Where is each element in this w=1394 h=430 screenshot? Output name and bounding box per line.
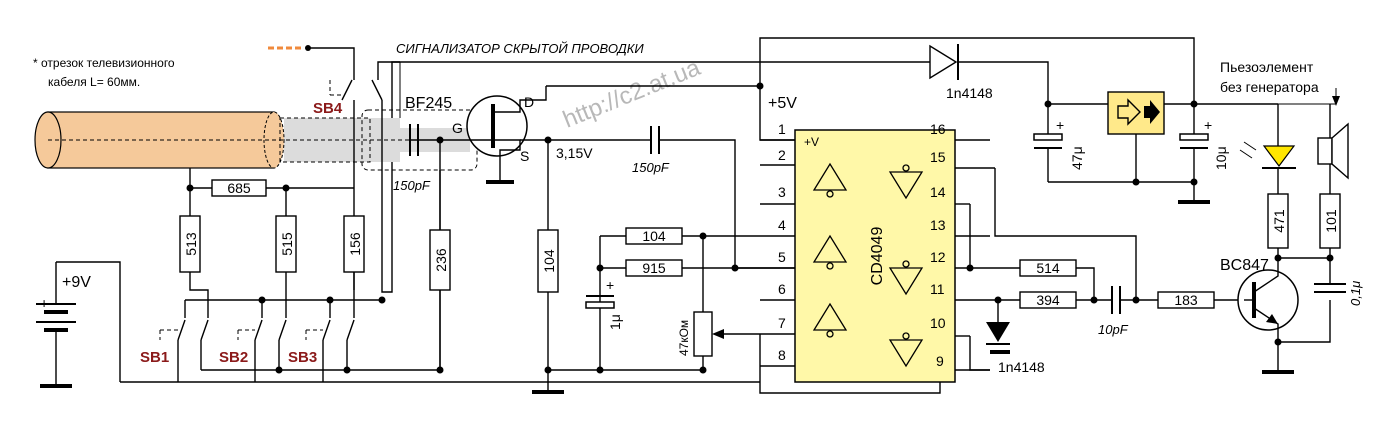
piezo-speaker — [1317, 104, 1349, 194]
chip-name: CD4049 — [869, 227, 886, 286]
svg-text:513: 513 — [183, 232, 199, 256]
svg-text:515: 515 — [279, 232, 295, 256]
sb2-label[interactable]: SB2 — [219, 349, 248, 366]
svg-text:G: G — [452, 120, 463, 136]
piezo-note-line1: Пьезоэлемент — [1220, 59, 1314, 75]
svg-text:15: 15 — [930, 149, 946, 165]
svg-text:+: + — [1056, 117, 1064, 133]
svg-text:156: 156 — [347, 232, 363, 256]
c47u-label: 47μ — [1069, 146, 1085, 170]
v5-label: +5V — [768, 95, 797, 112]
npn-name: BC847 — [1220, 257, 1269, 274]
svg-text:101: 101 — [1323, 209, 1339, 233]
svg-text:9: 9 — [936, 353, 944, 369]
svg-text:471: 471 — [1271, 209, 1287, 233]
diode-1n4148-top — [929, 44, 958, 80]
cd4049-chip — [794, 129, 956, 383]
svg-text:16: 16 — [930, 121, 946, 137]
pot-label: 47кОм — [677, 320, 691, 356]
v9-label: +9V — [62, 274, 91, 291]
svg-text:10: 10 — [930, 315, 946, 331]
svg-text:5: 5 — [778, 249, 786, 265]
svg-text:514: 514 — [1036, 260, 1060, 276]
fet-bf245 — [466, 86, 547, 184]
svg-text:8: 8 — [778, 347, 786, 363]
c150b-label: 150pF — [632, 160, 670, 175]
svg-text:3: 3 — [778, 184, 786, 200]
inverter-gates — [812, 162, 924, 368]
svg-text:13: 13 — [930, 217, 946, 233]
c10u-label: 10μ — [1213, 146, 1229, 170]
svg-text:S: S — [520, 148, 529, 164]
svg-text:6: 6 — [778, 281, 786, 297]
cable-note-line2: кабеля L= 60мм. — [48, 75, 140, 89]
svg-text:12: 12 — [930, 249, 946, 265]
diagram-title: СИГНАЛИЗАТОР СКРЫТОЙ ПРОВОДКИ — [396, 40, 644, 56]
svg-text:104: 104 — [642, 228, 666, 244]
svg-text:7: 7 — [778, 315, 786, 331]
svg-text:+: + — [40, 295, 48, 311]
svg-text:14: 14 — [930, 184, 946, 200]
svg-text:+V: +V — [804, 135, 819, 149]
watermark: http://c2.at.ua — [559, 54, 705, 134]
sb4-label[interactable]: SB4 — [313, 100, 343, 117]
svg-text:4: 4 — [778, 217, 786, 233]
svg-text:183: 183 — [1174, 292, 1198, 308]
led — [1262, 145, 1296, 167]
piezo-note-line2: без генератора — [1220, 79, 1319, 95]
svg-text:685: 685 — [227, 180, 251, 196]
battery-9v — [36, 262, 76, 388]
svg-text:394: 394 — [1036, 292, 1060, 308]
svg-text:+: + — [606, 277, 614, 293]
svg-text:2: 2 — [778, 147, 786, 163]
c01u-label: 0,1μ — [1348, 281, 1363, 306]
svg-text:D: D — [524, 94, 534, 110]
potentiometer-47k[interactable] — [693, 311, 713, 357]
c150a-label: 150pF — [393, 178, 431, 193]
bc847-transistor — [1237, 258, 1299, 374]
c1u-label: 1μ — [607, 314, 623, 330]
sb1-label[interactable]: SB1 — [140, 349, 169, 366]
v315-label: 3,15V — [556, 145, 593, 161]
svg-text:915: 915 — [642, 260, 666, 276]
svg-text:1: 1 — [778, 121, 786, 137]
d2-label: 1n4148 — [998, 359, 1045, 375]
svg-text:11: 11 — [930, 281, 945, 297]
fet-name: BF245 — [405, 95, 452, 112]
svg-text:236: 236 — [433, 248, 449, 272]
cable-note-line1: * отрезок телевизионного — [33, 56, 175, 70]
svg-text:+: + — [1204, 117, 1212, 133]
c10pf-label: 10pF — [1098, 322, 1129, 337]
d1-label: 1n4148 — [946, 85, 993, 101]
sb3-label[interactable]: SB3 — [288, 349, 317, 366]
svg-text:104: 104 — [541, 249, 557, 273]
